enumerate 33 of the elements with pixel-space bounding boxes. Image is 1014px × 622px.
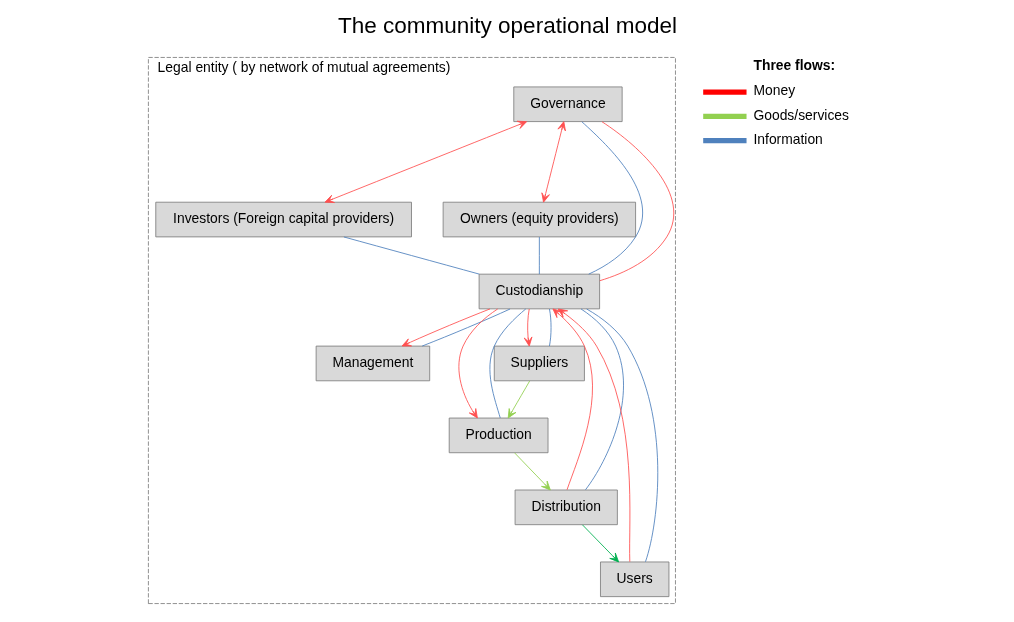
node-box: Distribution <box>514 489 618 526</box>
connector <box>585 308 658 563</box>
arrow <box>507 380 530 419</box>
node-box: Custodianship <box>478 273 600 310</box>
arrow <box>581 524 619 563</box>
node-box: Governance <box>512 86 623 123</box>
arrow <box>401 308 490 347</box>
connector <box>489 308 526 419</box>
connector <box>342 236 480 275</box>
arrow <box>457 308 498 419</box>
connector <box>598 121 674 282</box>
legend-label: Goods/services <box>752 106 849 123</box>
connector <box>548 308 551 347</box>
node-box: Users <box>599 561 669 598</box>
legend-label: Money <box>752 82 795 99</box>
label: Three flows: <box>752 57 835 74</box>
arrow <box>513 452 551 491</box>
diagram-title: The community operational model <box>337 13 677 38</box>
connector <box>421 308 510 347</box>
arrow <box>523 308 532 347</box>
connector <box>580 121 643 275</box>
arrow <box>552 308 593 491</box>
node-box: Production <box>448 417 548 454</box>
node-box: Management <box>315 345 430 382</box>
arrow <box>557 308 630 563</box>
legend-label: Information <box>752 130 823 147</box>
node-box: Owners (equity providers) <box>442 201 636 238</box>
node-box: Suppliers <box>493 345 585 382</box>
connector <box>580 308 624 491</box>
arrow <box>324 120 527 203</box>
node-box: Investors (Foreign capital providers) <box>154 201 412 238</box>
arrow <box>540 121 566 203</box>
connector <box>538 236 540 275</box>
